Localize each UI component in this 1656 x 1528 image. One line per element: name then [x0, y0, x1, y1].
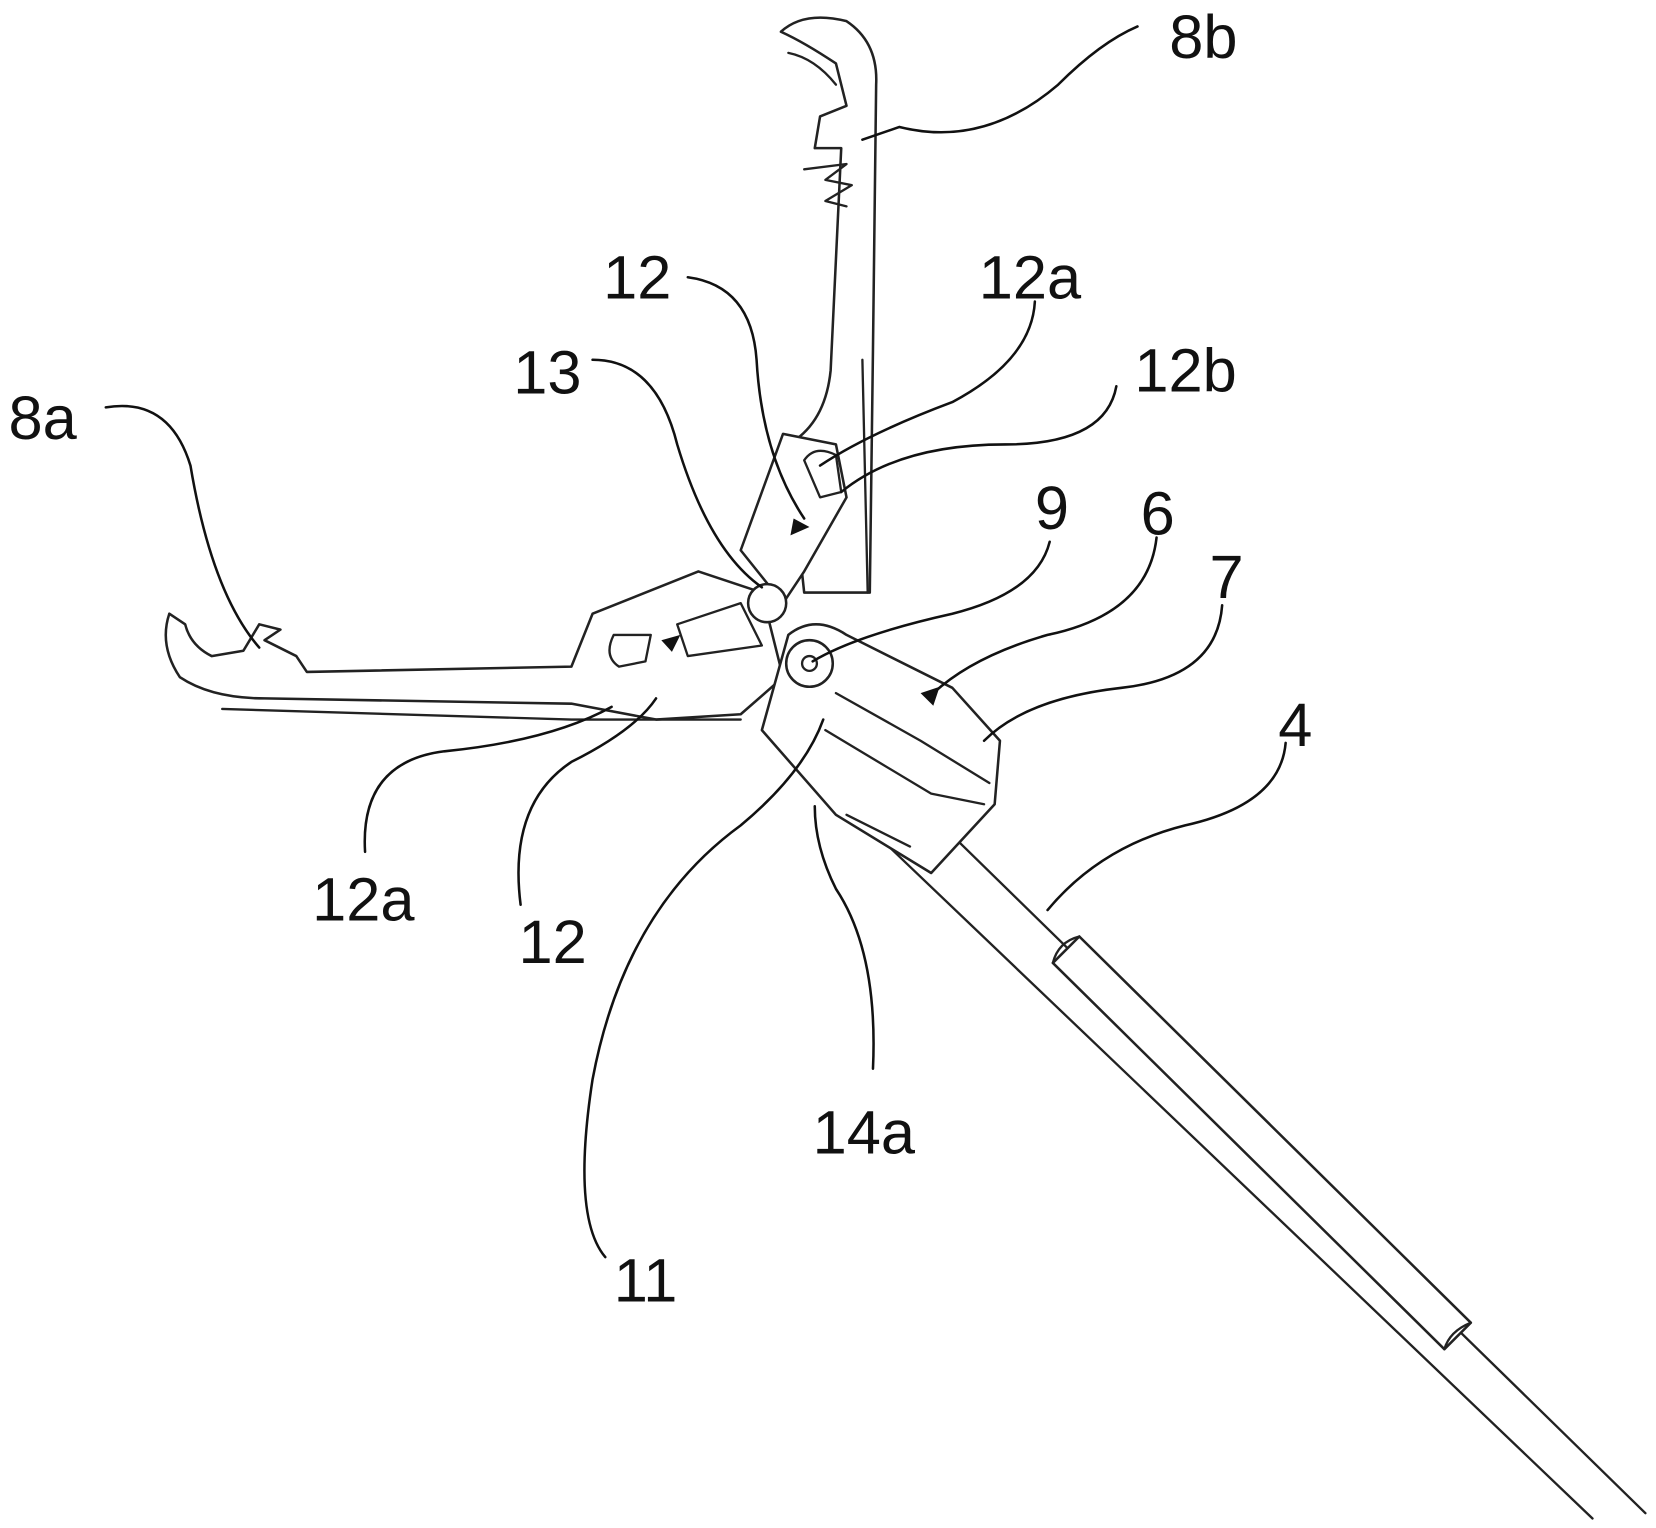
label-9: 9	[1035, 474, 1069, 543]
label-12a-top: 12a	[979, 243, 1082, 312]
label-12b: 12b	[1134, 337, 1236, 406]
label-6: 6	[1141, 479, 1175, 548]
label-8b: 8b	[1169, 3, 1237, 72]
label-8a: 8a	[8, 384, 77, 453]
label-7: 7	[1209, 543, 1243, 612]
label-12-bottom: 12	[518, 908, 586, 977]
clevis-6-7	[762, 624, 1000, 873]
pivot-9	[786, 640, 833, 687]
label-12-top: 12	[603, 243, 671, 312]
label-12a-bottom: 12a	[312, 866, 415, 935]
pin-13	[748, 584, 786, 622]
label-14a: 14a	[813, 1098, 916, 1167]
label-11: 11	[614, 1247, 678, 1316]
shaft-4	[889, 815, 1646, 1519]
label-4: 4	[1278, 691, 1312, 760]
label-13: 13	[513, 339, 581, 408]
